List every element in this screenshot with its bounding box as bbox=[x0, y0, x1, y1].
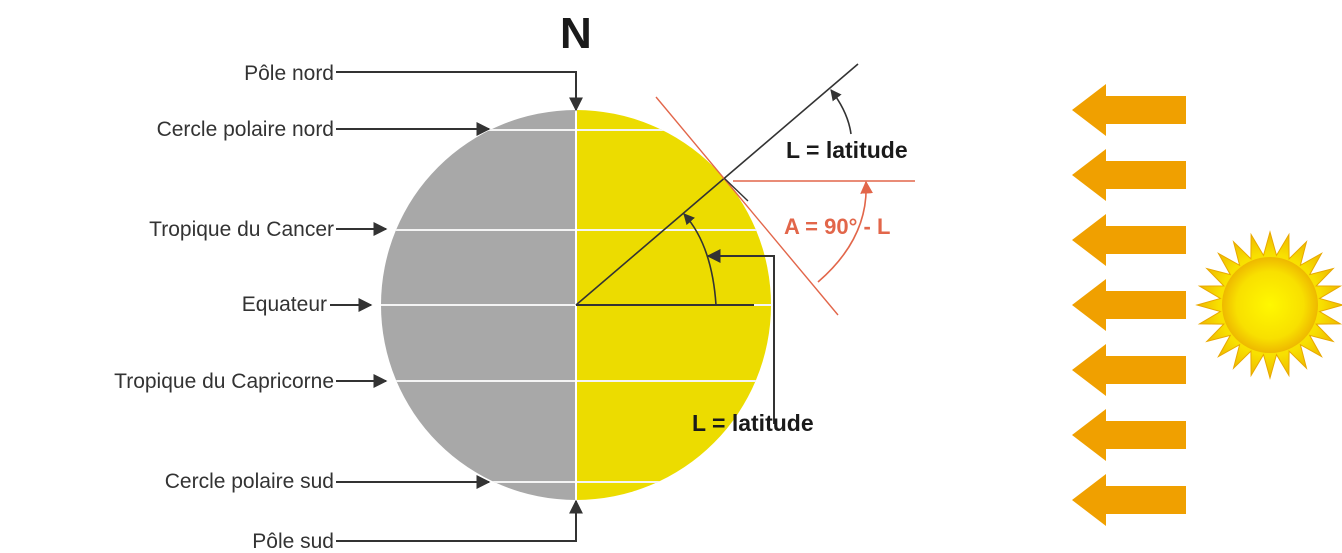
label-tropique-cancer: Tropique du Cancer bbox=[149, 218, 334, 241]
pole-nord-leader bbox=[336, 71, 583, 112]
sun-rays bbox=[1072, 84, 1186, 526]
zenith-formula-label: A = 90° - L bbox=[784, 214, 890, 239]
latitude-label-bottom: L = latitude bbox=[692, 410, 814, 436]
pole-sud-leader bbox=[336, 499, 583, 542]
zenith-angle-arc bbox=[817, 180, 874, 283]
latitude-label-top: L = latitude bbox=[786, 137, 908, 163]
latitude-bottom-leader bbox=[706, 249, 775, 424]
latitude-radius-line bbox=[575, 63, 859, 306]
label-cercle-polaire-sud: Cercle polaire sud bbox=[165, 470, 334, 493]
label-pole-sud: Pôle sud bbox=[252, 530, 334, 553]
upper-latitude-arc bbox=[830, 89, 852, 135]
latitude-angle-arc bbox=[683, 213, 717, 306]
sun-ray-arrow-icon bbox=[1072, 84, 1186, 136]
label-cercle-polaire-nord: Cercle polaire nord bbox=[157, 118, 334, 141]
sun-ray-arrow-icon bbox=[1072, 279, 1186, 331]
sun-ray-arrow-icon bbox=[1072, 344, 1186, 396]
north-label: N bbox=[560, 9, 592, 58]
sun-ray-arrow-icon bbox=[1072, 474, 1186, 526]
tangent-line bbox=[655, 96, 839, 316]
label-tropique-capricorne: Tropique du Capricorne bbox=[114, 370, 334, 393]
sun-ray-arrow-icon bbox=[1072, 409, 1186, 461]
sun-icon bbox=[1195, 230, 1342, 380]
perpendicular-tick bbox=[723, 177, 749, 202]
label-equateur: Equateur bbox=[242, 293, 327, 316]
sun-ray-arrow-icon bbox=[1072, 214, 1186, 266]
sun-ray-arrow-icon bbox=[1072, 149, 1186, 201]
label-pole-nord: Pôle nord bbox=[244, 62, 334, 85]
